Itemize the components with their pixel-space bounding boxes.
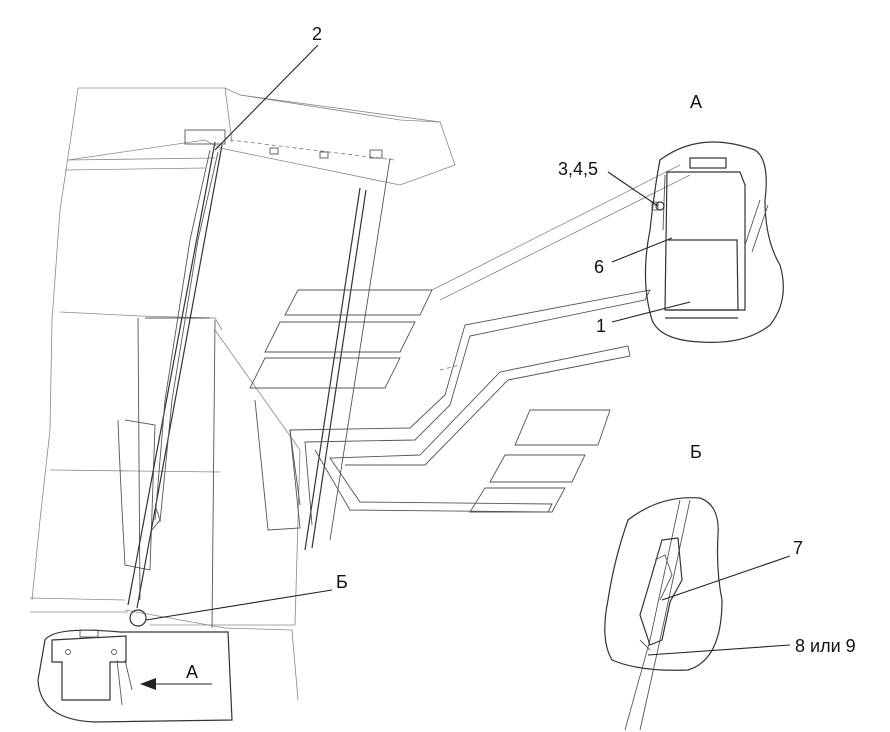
label-part-6: 6: [594, 257, 604, 277]
leader-lines: [145, 44, 791, 656]
label-callout-b: Б: [336, 572, 348, 592]
label-view-a-title: А: [690, 92, 702, 112]
label-parts-3-4-5: 3,4,5: [558, 159, 598, 179]
label-parts-8-or-9: 8 или 9: [795, 636, 856, 656]
view-a-detail: [644, 141, 784, 343]
label-arrow-a: А: [186, 662, 198, 682]
label-part-1: 1: [596, 316, 606, 336]
lower-left-detail: [37, 629, 233, 723]
label-view-b-title: Б: [690, 442, 702, 462]
label-part-7: 7: [793, 538, 803, 558]
label-part-2: 2: [312, 24, 322, 44]
view-b-detail: [604, 497, 723, 731]
direction-arrow-a: [140, 678, 212, 690]
floor-plate-pattern: [249, 164, 691, 531]
cabin-assembly: [29, 87, 456, 701]
